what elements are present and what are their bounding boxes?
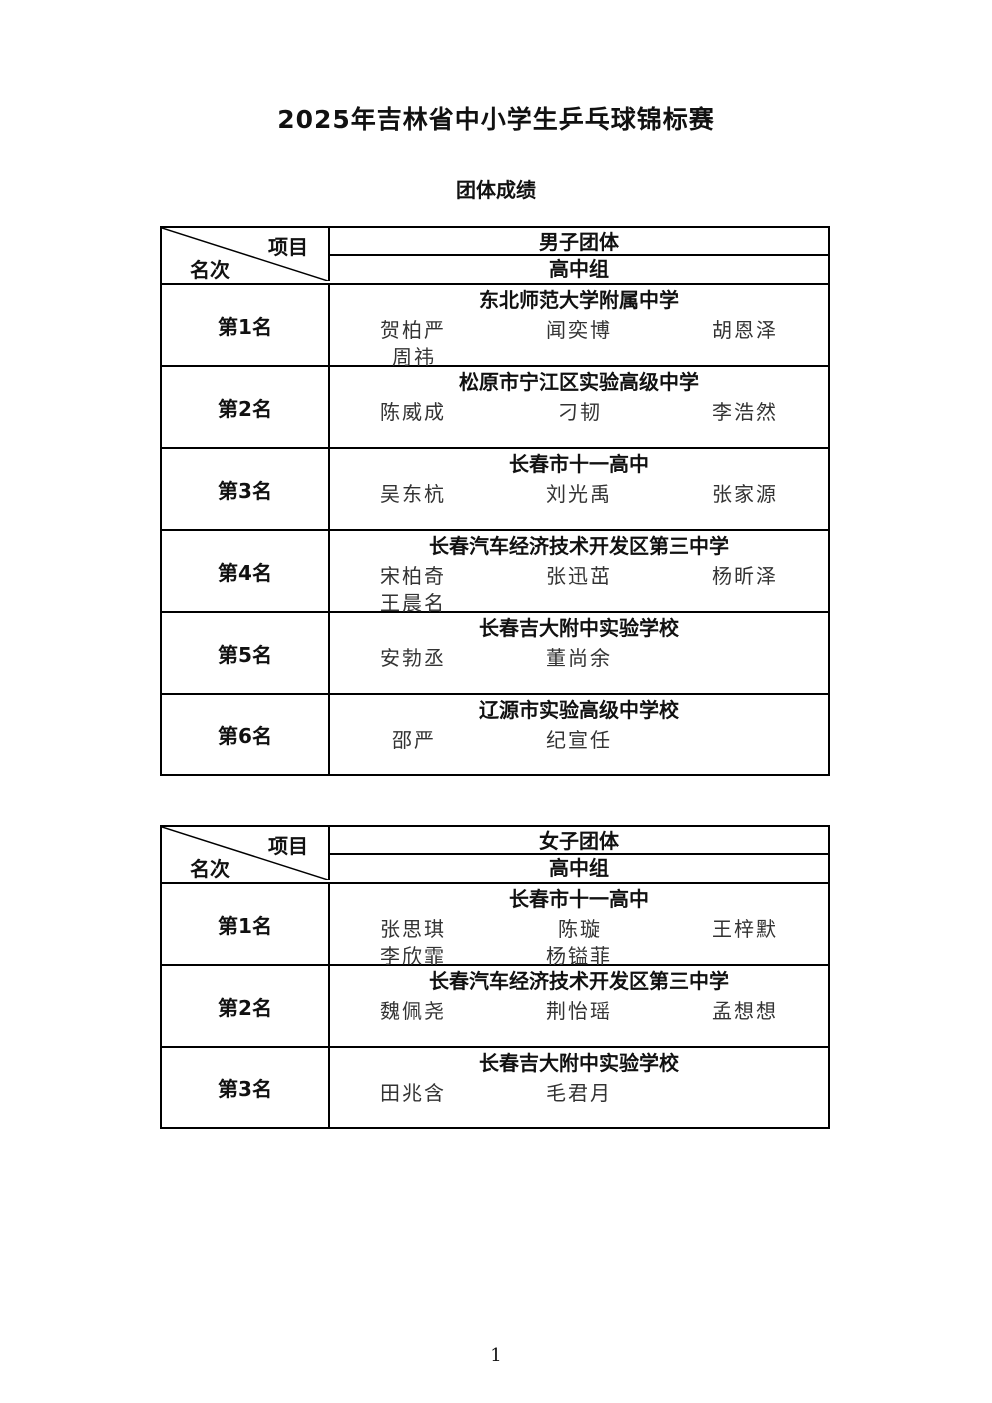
page-number: 1 [490,1345,502,1366]
player-name: 陈威成 [380,400,446,424]
player-name: 田兆含 [380,1081,446,1105]
team-cell: 松原市宁江区实验高级中学 陈威成 刁韧 李浩然 [330,367,828,447]
table-header: 项目 名次 男子团体 高中组 [162,228,828,285]
table-row: 第2名 长春汽车经济技术开发区第三中学 魏佩尧 荆怡瑶 孟想想 [162,966,828,1048]
player-name: 张家源 [712,482,778,506]
table-row: 第2名 松原市宁江区实验高级中学 陈威成 刁韧 李浩然 [162,367,828,449]
table-row: 第3名 长春吉大附中实验学校 田兆含 毛君月 [162,1048,828,1127]
player-name: 闻奕博 [546,318,612,342]
event-name: 女子团体 [330,827,828,855]
player-name: 纪宣任 [546,728,612,752]
team-cell: 长春汽车经济技术开发区第三中学 宋柏奇 张迅茁 杨昕泽 王晨名 [330,531,828,615]
table-row: 第5名 长春吉大附中实验学校 安勃丞 董尚余 [162,613,828,695]
school-name: 长春市十一高中 [509,887,649,911]
player-name: 安勃丞 [380,646,446,670]
team-cell: 长春市十一高中 张思琪 陈璇 王梓默 李欣霏 杨镒菲 [330,884,828,968]
men-team-table: 项目 名次 男子团体 高中组 第1名 东北师范大学附属中学 贺柏严 闻奕博 胡恩… [160,226,830,776]
school-name: 东北师范大学附属中学 [479,288,679,312]
player-name: 陈璇 [558,917,602,941]
team-cell: 长春汽车经济技术开发区第三中学 魏佩尧 荆怡瑶 孟想想 [330,966,828,1046]
rank-cell: 第3名 [162,449,330,529]
rank-cell: 第2名 [162,367,330,447]
player-name: 贺柏严 [380,318,446,342]
school-name: 辽源市实验高级中学校 [479,698,679,722]
player-name: 李浩然 [712,400,778,424]
team-cell: 辽源市实验高级中学校 邵严 纪宣任 [330,695,828,774]
school-name: 长春吉大附中实验学校 [479,616,679,640]
player-name: 周祎 [392,345,436,369]
school-name: 长春汽车经济技术开发区第三中学 [429,534,729,558]
player-name: 张思琪 [380,917,446,941]
item-label: 项目 [268,235,308,259]
rank-label: 名次 [190,857,230,881]
school-name: 长春市十一高中 [509,452,649,476]
school-name: 长春汽车经济技术开发区第三中学 [429,969,729,993]
player-name: 杨镒菲 [546,944,612,968]
rank-cell: 第5名 [162,613,330,693]
player-name: 王晨名 [380,591,446,615]
table-header: 项目 名次 女子团体 高中组 [162,827,828,884]
player-name: 董尚余 [546,646,612,670]
player-name: 孟想想 [712,999,778,1023]
team-cell: 长春市十一高中 吴东杭 刘光禹 张家源 [330,449,828,529]
player-name: 荆怡瑶 [546,999,612,1023]
player-name: 刘光禹 [546,482,612,506]
table-row: 第3名 长春市十一高中 吴东杭 刘光禹 张家源 [162,449,828,531]
group-name: 高中组 [549,856,609,880]
document-subtitle: 团体成绩 [456,178,536,202]
rank-label: 名次 [190,258,230,282]
diagonal-line [162,827,328,880]
item-label: 项目 [268,834,308,858]
team-cell: 东北师范大学附属中学 贺柏严 闻奕博 胡恩泽 周祎 [330,285,828,369]
rank-cell: 第4名 [162,531,330,611]
diagonal-header-cell: 项目 名次 [162,228,330,282]
school-name: 松原市宁江区实验高级中学 [459,370,699,394]
rank-cell: 第3名 [162,1048,330,1127]
diagonal-header-cell: 项目 名次 [162,827,330,881]
player-name: 王梓默 [712,917,778,941]
diagonal-line [162,228,328,281]
table-row: 第1名 东北师范大学附属中学 贺柏严 闻奕博 胡恩泽 周祎 [162,285,828,369]
player-name: 张迅茁 [546,564,612,588]
player-name: 刁韧 [558,400,602,424]
event-name: 男子团体 [330,228,828,256]
team-cell: 长春吉大附中实验学校 安勃丞 董尚余 [330,613,828,693]
player-name: 胡恩泽 [712,318,778,342]
player-name: 邵严 [392,728,436,752]
player-name: 魏佩尧 [380,999,446,1023]
women-team-table: 项目 名次 女子团体 高中组 第1名 长春市十一高中 张思琪 陈璇 王梓默 李欣… [160,825,830,1129]
table-row: 第4名 长春汽车经济技术开发区第三中学 宋柏奇 张迅茁 杨昕泽 王晨名 [162,531,828,615]
player-name: 杨昕泽 [712,564,778,588]
rank-cell: 第2名 [162,966,330,1046]
school-name: 长春吉大附中实验学校 [479,1051,679,1075]
table-row: 第6名 辽源市实验高级中学校 邵严 纪宣任 [162,695,828,774]
team-cell: 长春吉大附中实验学校 田兆含 毛君月 [330,1048,828,1127]
rank-cell: 第6名 [162,695,330,774]
document-title: 2025年吉林省中小学生乒乓球锦标赛 [277,105,715,134]
table-row: 第1名 长春市十一高中 张思琪 陈璇 王梓默 李欣霏 杨镒菲 [162,884,828,968]
group-name: 高中组 [549,257,609,281]
player-name: 宋柏奇 [380,564,446,588]
rank-cell: 第1名 [162,884,330,964]
player-name: 毛君月 [546,1081,612,1105]
rank-cell: 第1名 [162,285,330,365]
player-name: 吴东杭 [380,482,446,506]
player-name: 李欣霏 [380,944,446,968]
